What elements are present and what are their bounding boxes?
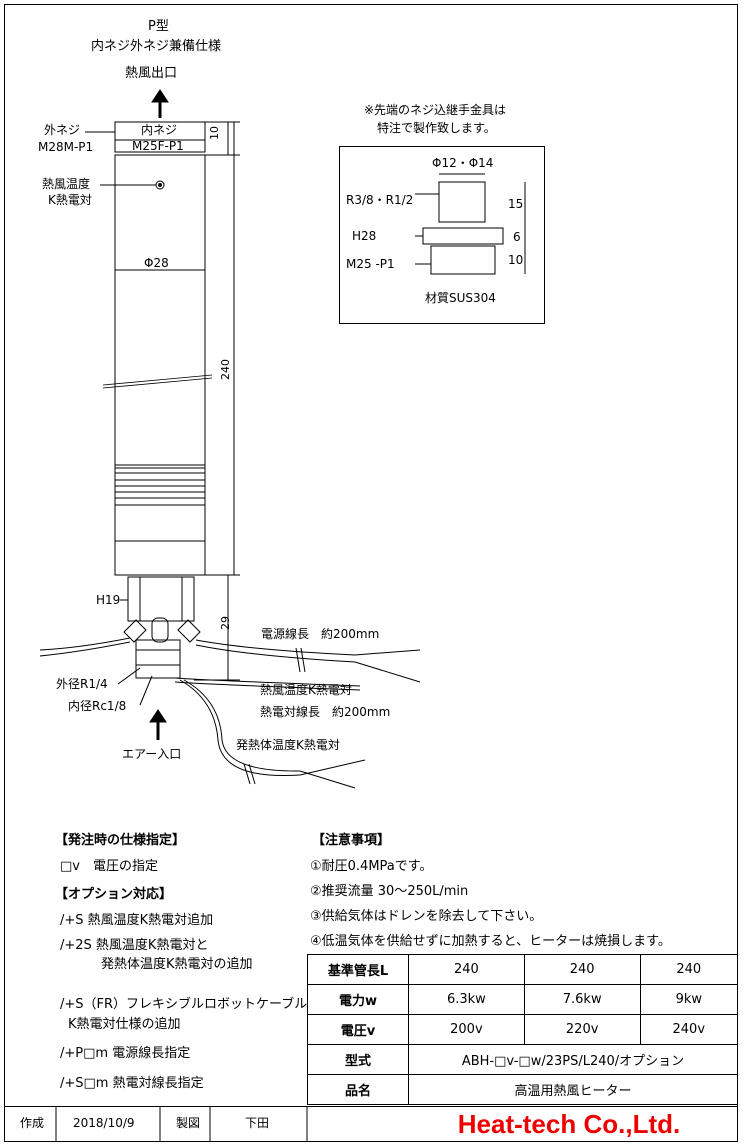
table-cell: 240 xyxy=(408,954,525,985)
dim-240: 240 xyxy=(219,359,232,380)
table-cell: 240 xyxy=(523,954,641,985)
table-cell: 200v xyxy=(408,1014,525,1045)
outer-thread-label: 外ネジ xyxy=(44,123,81,137)
table-cell: 240v xyxy=(639,1014,739,1045)
option-1: /+S 熱風温度K熱電対追加 xyxy=(60,913,214,928)
option-3b: K熱電対仕様の追加 xyxy=(68,1017,181,1032)
table-cell: 240 xyxy=(639,954,739,985)
heater-k-label: 発熱体温度K熱電対 xyxy=(236,738,340,752)
heater-drawing xyxy=(39,89,421,789)
option-3a: /+S（FR）フレキシブルロボットケーブル xyxy=(60,997,308,1012)
detail-drawing xyxy=(339,146,545,324)
inner-thread-code: M25F-P1 xyxy=(132,139,184,153)
detail-material: 材質SUS304 xyxy=(425,291,496,305)
name-value: 高温用熱風ヒーター xyxy=(408,1074,738,1105)
detail-note-2: 特注で製作致します。 xyxy=(377,121,496,135)
detail-d15: 15 xyxy=(508,197,524,211)
dim-29: 29 xyxy=(219,616,232,630)
footer-drawn-label: 製図 xyxy=(176,1116,201,1130)
inner-rc18-label: 内径Rc1/8 xyxy=(68,699,127,713)
note-2: ②推奨流量 30～250L/min xyxy=(310,884,469,899)
spec-label: 内ネジ外ネジ兼備仕様 xyxy=(91,39,222,54)
hot-air-k-label: 熱風温度K熱電対 xyxy=(260,683,352,697)
footer-person: 下田 xyxy=(245,1116,270,1130)
table-row: 電圧v 200v 220v 240v xyxy=(307,1014,739,1045)
drawing-frame xyxy=(4,4,738,1142)
outer-r14-label: 外径R1/4 xyxy=(56,677,108,691)
note-3: ③供給気体はドレンを除去して下さい。 xyxy=(310,909,543,924)
footer-row xyxy=(4,1106,738,1143)
air-inlet-label: エアー入口 xyxy=(122,747,182,761)
outer-thread-code: M28M-P1 xyxy=(38,140,94,154)
power-cable-label: 電源線長 約200mm xyxy=(261,627,380,641)
table-cell: 6.3kw xyxy=(408,984,525,1015)
name-header: 品名 xyxy=(307,1074,409,1105)
company-logo: Heat-tech Co.,Ltd. xyxy=(457,1109,681,1139)
detail-d10: 10 xyxy=(508,253,524,267)
power-header: 電力w xyxy=(307,984,409,1015)
table-cell: 9kw xyxy=(639,984,739,1015)
type-label: P型 xyxy=(148,19,169,34)
h19-label: H19 xyxy=(96,593,121,607)
note-4: ④低温気体を供給せずに加熱すると、ヒーターは焼損します。 xyxy=(310,934,671,949)
detail-m25: M25 -P1 xyxy=(346,257,395,271)
spec-table: 基準管長L 240 240 240 電力w 6.3kw 7.6kw 9kw 電圧… xyxy=(307,954,739,1105)
option-2a: /+2S 熱風温度K熱電対と xyxy=(60,938,209,953)
option-2b: 発熱体温度K熱電対の追加 xyxy=(101,957,253,972)
table-row: 電力w 6.3kw 7.6kw 9kw xyxy=(307,984,739,1015)
model-header: 型式 xyxy=(307,1044,409,1075)
option-5: /+S□m 熱電対線長指定 xyxy=(60,1076,204,1091)
table-row: 型式 ABH-□v-□w/23PS/L240/オプション xyxy=(307,1044,738,1075)
table-cell: 7.6kw xyxy=(523,984,641,1015)
detail-d6: 6 xyxy=(513,230,521,244)
pipe-header: 基準管長L xyxy=(307,954,409,985)
dia28-label: Φ28 xyxy=(144,256,169,270)
table-row: 品名 高温用熱風ヒーター xyxy=(307,1074,738,1105)
dim-10: 10 xyxy=(208,126,221,140)
inner-thread-label: 内ネジ xyxy=(141,123,178,137)
detail-note-1: ※先端のネジ込継手金具は xyxy=(364,103,507,117)
volt-header: 電圧v xyxy=(307,1014,409,1045)
table-cell: 220v xyxy=(523,1014,641,1045)
thermo-cable-label: 熱電対線長 約200mm xyxy=(260,705,391,719)
options-heading: 【オプション対応】 xyxy=(55,887,173,902)
order-voltage: □v 電圧の指定 xyxy=(60,859,158,874)
k-thermo-label: K熱電対 xyxy=(48,193,92,207)
footer-date: 2018/10/9 xyxy=(73,1116,135,1130)
notes-heading: 【注意事項】 xyxy=(312,833,391,848)
note-1: ①耐圧0.4MPaです。 xyxy=(310,859,433,874)
outlet-label: 熱風出口 xyxy=(125,66,178,81)
detail-r38: R3/8・R1/2 xyxy=(346,193,414,207)
option-4: /+P□m 電源線長指定 xyxy=(60,1046,191,1061)
detail-phi: Φ12・Φ14 xyxy=(432,156,494,170)
footer-made-label: 作成 xyxy=(20,1116,45,1130)
detail-h28: H28 xyxy=(352,229,377,243)
table-row: 基準管長L 240 240 240 xyxy=(307,954,739,985)
model-value: ABH-□v-□w/23PS/L240/オプション xyxy=(408,1044,738,1075)
order-heading: 【発注時の仕様指定】 xyxy=(55,833,186,848)
footer-dividers xyxy=(55,1106,308,1142)
hot-air-temp-label: 熱風温度 xyxy=(42,177,91,191)
